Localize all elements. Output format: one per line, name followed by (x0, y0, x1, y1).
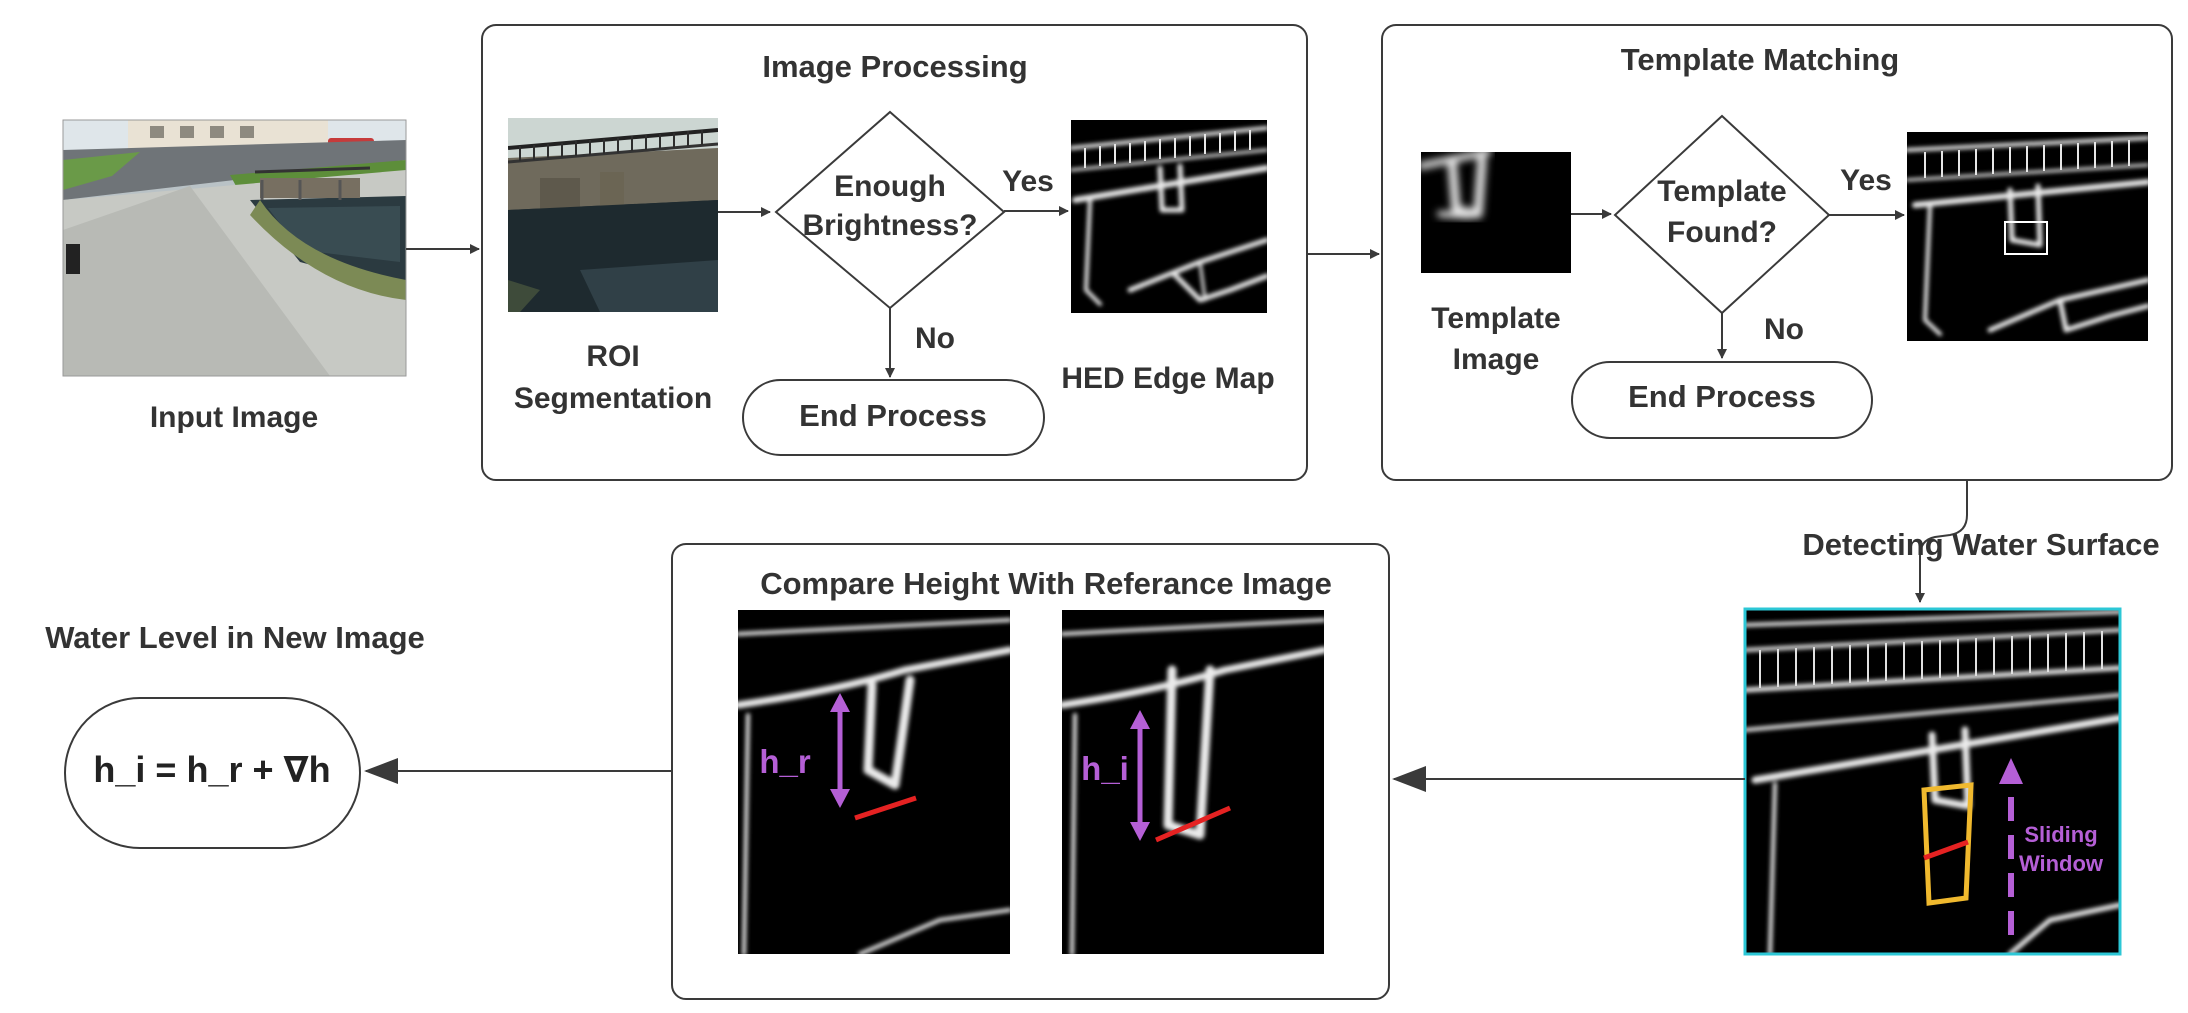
brightness-decision-line1: Enough (834, 170, 946, 203)
template-image (1421, 152, 1571, 273)
end-process-template-label: End Process (1628, 379, 1816, 414)
roi-label-line2: Segmentation (514, 382, 712, 415)
template-image-label-line1: Template (1431, 302, 1560, 335)
template-found-decision-line1: Template (1657, 175, 1786, 208)
template-matching-title: Template Matching (1621, 42, 1899, 77)
end-process-template (1571, 361, 1873, 439)
input-image-label: Input Image (150, 401, 318, 434)
sliding-window-line1: Sliding (2024, 822, 2097, 847)
detecting-water-surface-title: Detecting Water Surface (1802, 527, 2159, 562)
image-processing-title: Image Processing (762, 49, 1027, 84)
template-found-decision-line2: Found? (1667, 216, 1777, 249)
detecting-water-surface-image: Sliding Window (1745, 609, 2120, 954)
reference-edge-image: h_r (738, 610, 1010, 954)
input-photo (63, 120, 406, 376)
detected-water-line (1923, 839, 1969, 861)
roi-segmentation-photo (508, 118, 718, 312)
roi-label-line1: ROI (586, 340, 639, 373)
water-level-formula-box (64, 697, 361, 849)
water-level-title: Water Level in New Image (45, 620, 425, 655)
hed-edge-map-label: HED Edge Map (1061, 362, 1274, 395)
sliding-window-line2: Window (2019, 851, 2104, 876)
template-found-yes-label: Yes (1840, 164, 1892, 197)
template-found-decision (1613, 114, 1831, 315)
brightness-decision-line2: Brightness? (802, 209, 977, 242)
brightness-yes-label: Yes (1002, 165, 1054, 198)
new-edge-image: h_i (1062, 610, 1324, 954)
template-found-no-label: No (1764, 313, 1804, 346)
brightness-no-label: No (915, 322, 955, 355)
sliding-window-box (1921, 782, 1974, 906)
template-image-label-line2: Image (1453, 343, 1540, 376)
h-i-label: h_i (1081, 750, 1129, 787)
hed-edge-map (1071, 120, 1267, 313)
match-box (2004, 221, 2048, 255)
water-level-formula: h_i = h_r + ∇h (93, 749, 330, 790)
template-matching-panel (1381, 24, 2173, 481)
end-process-brightness (742, 379, 1045, 456)
end-process-brightness-label: End Process (799, 398, 987, 433)
template-match-result (1907, 132, 2148, 341)
image-processing-panel (481, 24, 1308, 481)
h-r-label: h_r (759, 743, 811, 780)
compare-height-title: Compare Height With Referance Image (760, 566, 1332, 601)
